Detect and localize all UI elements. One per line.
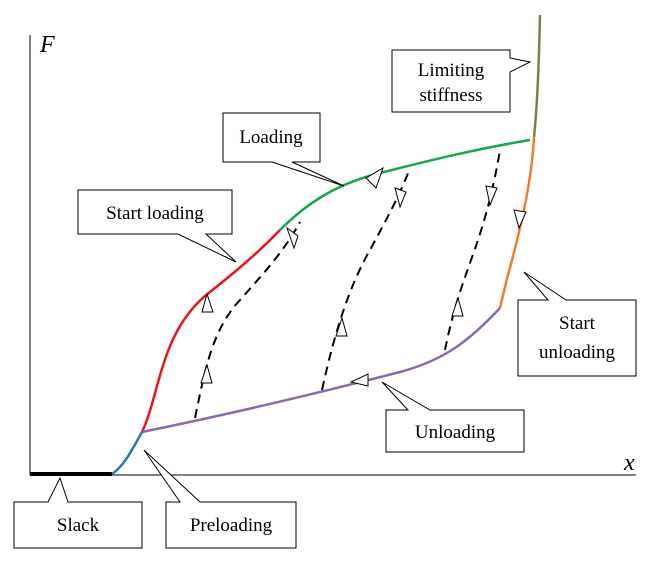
callout-preloading: Preloading <box>143 449 297 549</box>
arrow-start-loading <box>201 292 214 313</box>
dashed-reload-path-2 <box>321 167 411 391</box>
start-loading-segment <box>140 229 281 433</box>
arrow-dash2-top <box>394 187 407 209</box>
callout-start-loading-text: Start loading <box>106 203 204 224</box>
arrow-dash3-top <box>485 185 498 207</box>
callout-unloading-text: Unloading <box>415 422 496 443</box>
callout-loading: Loading <box>222 112 345 187</box>
direction-arrows <box>200 166 527 387</box>
arrow-unloading <box>349 373 369 387</box>
arrow-loading <box>365 166 384 189</box>
start-unloading-segment <box>498 136 536 309</box>
arrow-dash3-bottom <box>451 296 464 317</box>
preloading-segment <box>111 431 144 476</box>
arrow-start-unloading <box>513 209 527 230</box>
arrow-dash2-bottom <box>335 316 348 337</box>
arrow-dash1-top <box>285 226 299 250</box>
callout-limiting-stiffness-line2: stiffness <box>420 85 483 106</box>
unloading-segment <box>141 307 501 434</box>
callout-unloading: Unloading <box>381 381 525 453</box>
callout-start-unloading-line2: unloading <box>539 342 615 363</box>
dashed-reload-path-3 <box>444 149 501 351</box>
callout-preloading-text: Preloading <box>190 515 273 536</box>
callout-limiting-stiffness: Limiting stiffness <box>391 49 532 113</box>
callout-start-unloading-line1: Start <box>559 313 596 334</box>
callout-limiting-stiffness-line1: Limiting <box>418 60 485 81</box>
callout-loading-text: Loading <box>239 127 303 148</box>
limiting-stiffness-segment <box>532 14 542 138</box>
y-axis-label: F <box>39 32 55 58</box>
callout-slack: Slack <box>13 476 143 549</box>
x-axis-label: x <box>623 450 635 476</box>
arrow-dash1-bottom <box>200 363 213 384</box>
callout-slack-text: Slack <box>57 515 100 536</box>
callout-start-loading: Start loading <box>77 189 237 263</box>
dashed-reload-path-1 <box>194 221 301 419</box>
callout-start-unloading: Start unloading <box>517 271 637 377</box>
